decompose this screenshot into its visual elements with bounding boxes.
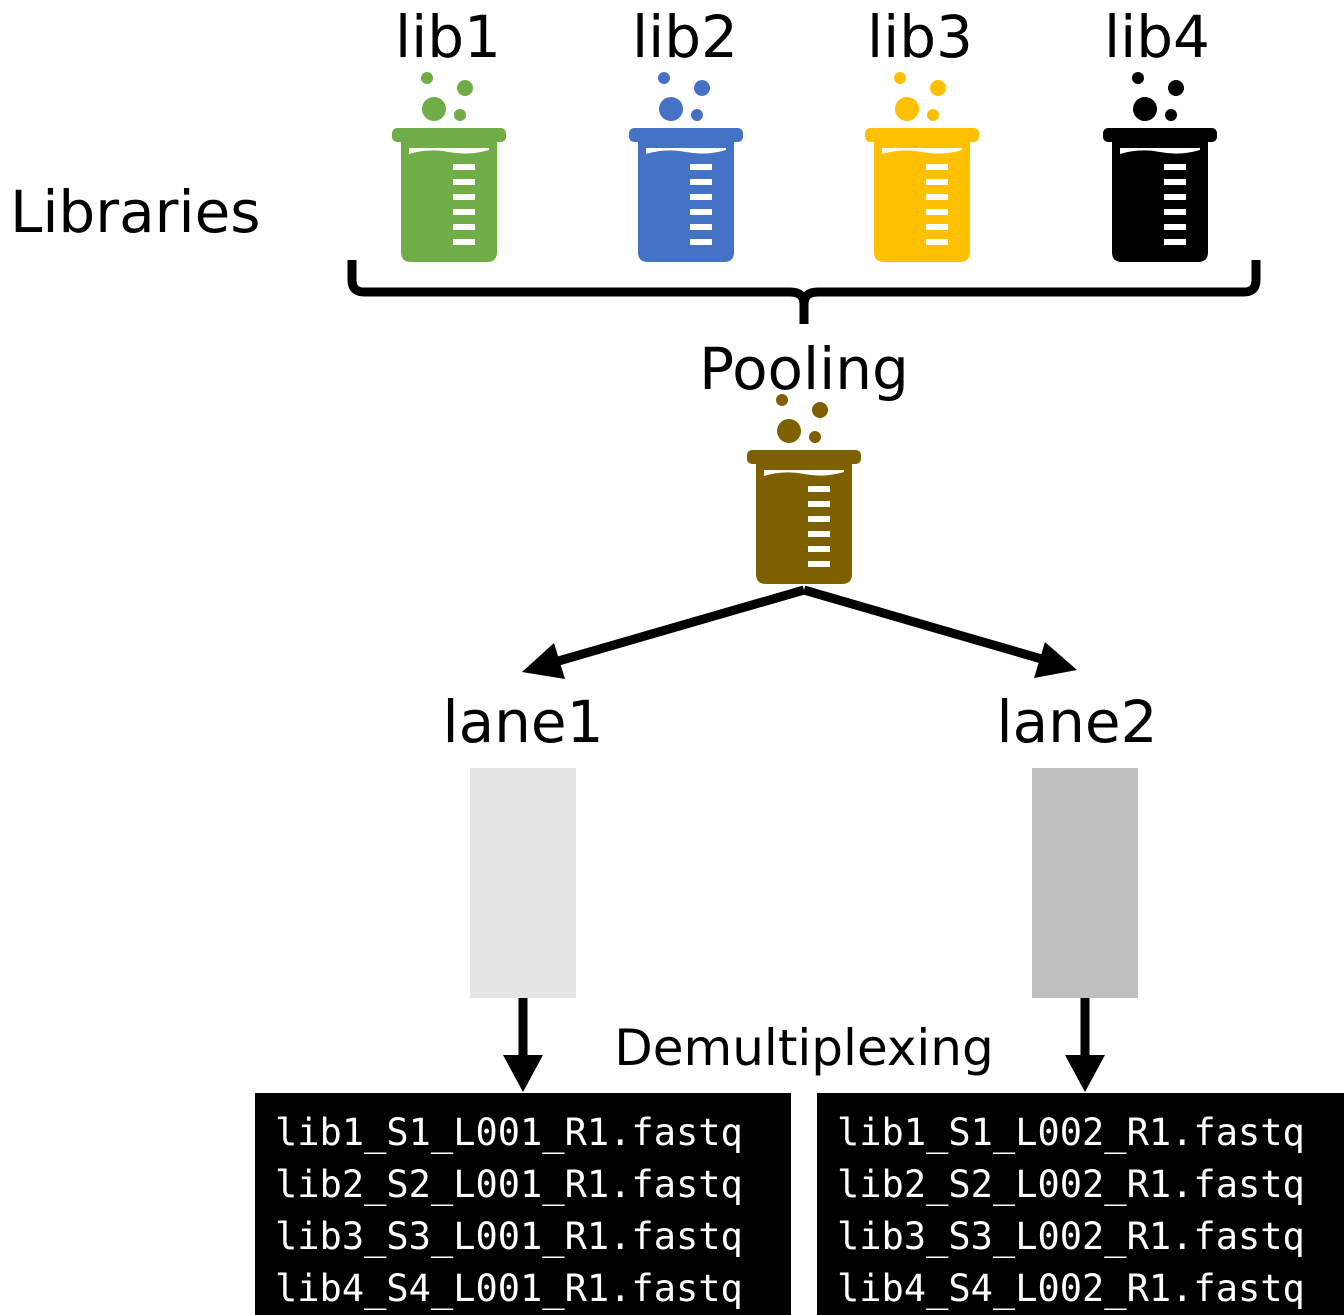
arrow-icon (522, 585, 806, 679)
fastq-file-name: lib2_S2_L002_R1.fastq (837, 1163, 1305, 1206)
arrow-icon (503, 998, 543, 1092)
beaker-icon (629, 72, 743, 262)
beaker-icon (1103, 72, 1217, 262)
fastq-file-name: lib4_S4_L002_R1.fastq (837, 1267, 1305, 1310)
curly-brace (347, 260, 1261, 324)
fastq-file-name: lib1_S1_L001_R1.fastq (275, 1111, 743, 1154)
fastq-file-name: lib4_S4_L001_R1.fastq (275, 1267, 743, 1310)
fastq-file-name: lib2_S2_L001_R1.fastq (275, 1163, 743, 1206)
lib1-label: lib1 (395, 3, 501, 71)
fastq-file-name: lib3_S3_L002_R1.fastq (837, 1215, 1305, 1258)
fastq-file-name: lib3_S3_L001_R1.fastq (275, 1215, 743, 1258)
lane1-bar (470, 768, 576, 998)
lane1-label: lane1 (442, 688, 604, 756)
arrow-icon (1065, 998, 1105, 1092)
lane1-file-list: lib1_S1_L001_R1.fastq lib2_S2_L001_R1.fa… (255, 1093, 791, 1315)
beaker-icon (865, 72, 979, 262)
lane2-bar (1032, 768, 1138, 998)
lib2-label: lib2 (632, 3, 738, 71)
lane2-label: lane2 (996, 688, 1158, 756)
beaker-icon (392, 72, 506, 262)
pooling-label: Pooling (699, 335, 909, 403)
demultiplexing-label: Demultiplexing (614, 1019, 994, 1077)
beaker-icon (747, 394, 861, 584)
arrow-icon (802, 585, 1077, 678)
lib4-label: lib4 (1104, 3, 1210, 71)
lib3-label: lib3 (867, 3, 973, 71)
lane2-file-list: lib1_S1_L002_R1.fastq lib2_S2_L002_R1.fa… (817, 1093, 1344, 1315)
libraries-label: Libraries (10, 178, 261, 246)
fastq-file-name: lib1_S1_L002_R1.fastq (837, 1111, 1305, 1154)
